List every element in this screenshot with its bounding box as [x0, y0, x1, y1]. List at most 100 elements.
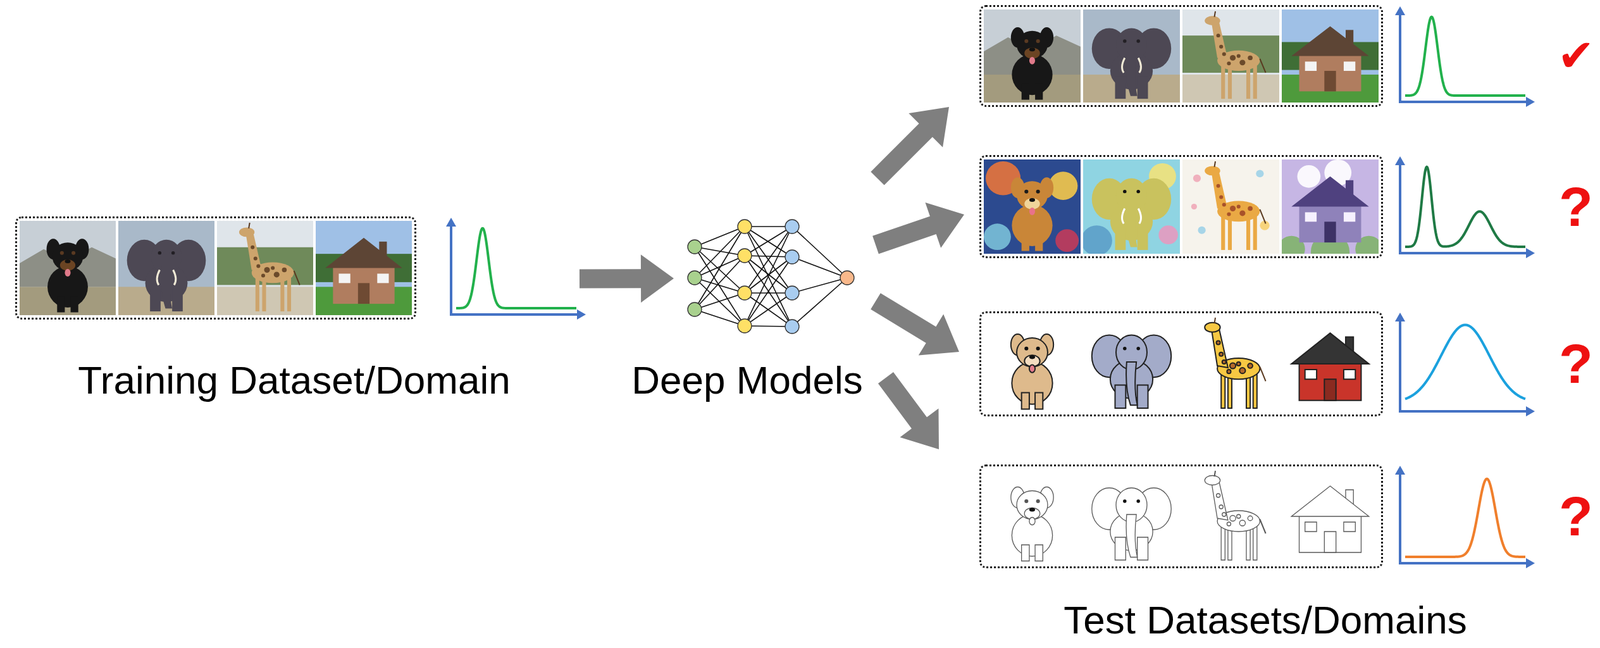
giraffe-body: [1217, 358, 1260, 379]
paint-blob: [983, 223, 1011, 250]
elephant-image: [118, 220, 215, 316]
density-curve: [456, 228, 577, 309]
paint-ground: [1182, 159, 1280, 254]
giraffe-spot: [1222, 359, 1227, 364]
elephant-tusk: [156, 269, 160, 285]
dog-image: [983, 468, 1081, 564]
giraffe-horn: [1214, 11, 1216, 18]
flow-arrow: [579, 254, 674, 303]
photo-sky: [1182, 9, 1280, 103]
x-axis: [1398, 561, 1528, 565]
x-axis: [1398, 251, 1528, 255]
house-roof: [1291, 25, 1369, 56]
elephant-leg: [1114, 384, 1126, 408]
dog-body: [1011, 361, 1053, 405]
dog-eye: [1036, 189, 1041, 194]
distribution-plot: [1395, 311, 1537, 417]
result-mark: ?: [1558, 174, 1594, 239]
giraffe-tail: [1259, 366, 1266, 382]
elephant-image: [1081, 159, 1180, 256]
x-axis-head: [1525, 96, 1535, 107]
giraffe-spot: [1229, 55, 1236, 61]
x-axis-head: [1525, 558, 1535, 569]
elephant-tusk: [1138, 57, 1141, 73]
plain-ground: [1281, 315, 1379, 412]
dog-leg: [1021, 84, 1030, 100]
giraffe-leg: [1253, 213, 1258, 250]
domain-group: Test Datasets/Domains✔???: [974, 0, 1557, 648]
giraffe-tail: [1259, 519, 1266, 534]
house-wall: [1299, 54, 1362, 92]
dog-eye: [1036, 346, 1041, 351]
dog-head: [1016, 180, 1048, 210]
giraffe-tail: [294, 270, 300, 285]
dog-tongue: [1029, 56, 1036, 65]
elephant-trunk: [1126, 54, 1138, 97]
giraffe-tail: [1259, 209, 1266, 224]
plain-ground: [1083, 468, 1180, 564]
giraffe-spot: [273, 271, 280, 278]
density-curve: [1405, 167, 1526, 247]
photo-sky: [1083, 9, 1180, 103]
dog-leg: [1021, 392, 1030, 410]
giraffe-neck: [1211, 328, 1228, 368]
giraffe-spot: [1247, 515, 1253, 521]
elephant-leg: [149, 288, 161, 312]
house-door: [1324, 531, 1336, 553]
house-window: [377, 273, 389, 283]
giraffe-image: [1182, 315, 1280, 412]
distribution-plot: [1395, 155, 1537, 259]
paint-ground: [983, 159, 1081, 254]
giraffe-image: [217, 220, 314, 316]
dog-head: [1016, 490, 1048, 520]
giraffe-horn: [1214, 317, 1216, 324]
elephant-trunk: [161, 266, 173, 309]
giraffe-body: [251, 262, 295, 284]
flow-arrow: [870, 292, 960, 355]
dog-leg: [1035, 544, 1043, 562]
photo-trees: [217, 247, 314, 286]
house-image: [315, 220, 412, 316]
giraffe-spot: [1239, 520, 1246, 526]
photo-sky: [19, 220, 116, 316]
elephant-trunk: [1126, 361, 1138, 405]
network-link: [792, 226, 848, 278]
paint-blob: [1197, 226, 1206, 235]
density-curve: [1405, 478, 1526, 557]
giraffe-head: [239, 227, 255, 237]
house-window: [1343, 61, 1356, 71]
dog-eye: [1036, 39, 1041, 44]
dataset-box: Training Dataset/Domain: [15, 216, 417, 320]
house-window: [1305, 369, 1317, 379]
caption-label: Deep Models: [631, 357, 863, 403]
density-curve: [1405, 324, 1526, 399]
dog-leg: [1035, 234, 1043, 251]
y-axis-head: [446, 217, 457, 227]
result-mark: ?: [1558, 331, 1594, 396]
paint-blob: [1055, 229, 1079, 252]
house-window: [1343, 211, 1356, 222]
giraffe-spot: [1236, 204, 1241, 209]
giraffe-spot: [1247, 363, 1253, 369]
giraffe-spot: [1247, 55, 1253, 61]
caption-label: Test Datasets/Domains: [1063, 597, 1467, 643]
image-strip: [981, 6, 1382, 106]
elephant-tusk: [1122, 57, 1125, 73]
y-axis: [449, 225, 453, 316]
giraffe-spot: [1236, 54, 1241, 59]
paint-blob: [1296, 165, 1321, 188]
elephant-leg: [1137, 227, 1149, 250]
giraffe-spot: [250, 245, 255, 250]
photo-sky: [217, 220, 314, 316]
elephant-image: [1083, 468, 1180, 564]
giraffe-spot: [1236, 361, 1241, 366]
model-icon: Deep Models: [685, 217, 856, 337]
x-axis-head: [1525, 406, 1535, 417]
distribution-plot: [446, 216, 588, 320]
dog-tongue: [1029, 365, 1036, 373]
house-wall: [1299, 514, 1362, 553]
giraffe-image: [1182, 159, 1280, 254]
giraffe-spot: [1219, 504, 1223, 509]
dog-image: [983, 9, 1081, 103]
